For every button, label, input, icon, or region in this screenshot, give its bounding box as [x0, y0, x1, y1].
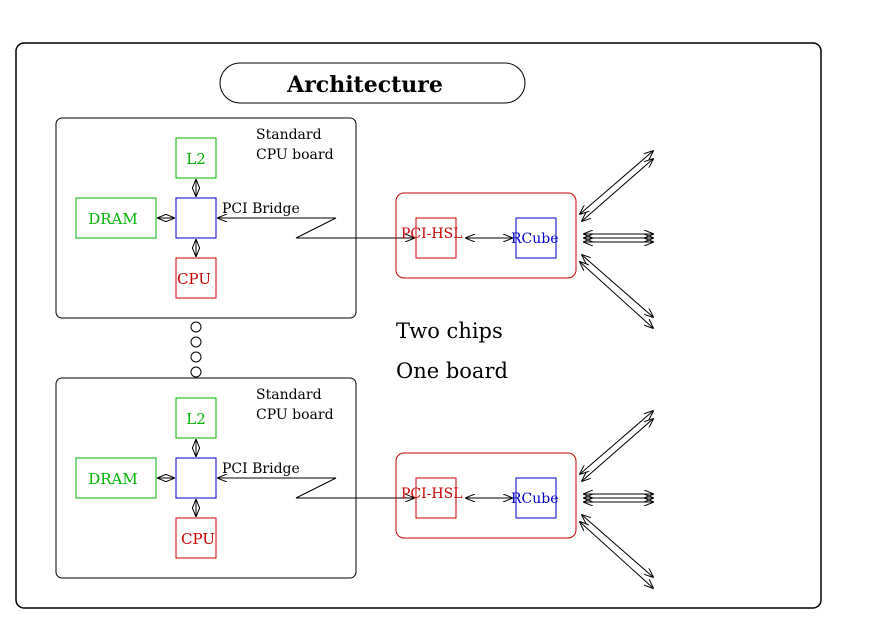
- pci-bridge-label: PCI Bridge: [222, 201, 300, 217]
- l2-box: [175, 397, 217, 439]
- pci-hsl-box: [415, 477, 457, 519]
- cpu-board-2: Standard CPU board L2 DRAM CPU PCI Bridg…: [55, 377, 653, 588]
- network-card-frame: [395, 452, 577, 539]
- bridge-box: [175, 197, 217, 239]
- bridge-box: [175, 457, 217, 499]
- network-links: [580, 151, 653, 328]
- cpu-board-1: Standard CPU board L2 DRAM CPU PCI Bridg…: [55, 117, 653, 328]
- cpu-box: [175, 257, 217, 299]
- board-label-line2: CPU board: [256, 147, 334, 163]
- cpu-label: CPU: [181, 530, 215, 548]
- network-card-frame: [395, 192, 577, 279]
- l2-label: L2: [186, 150, 206, 168]
- rcube-label: RCube: [511, 231, 559, 247]
- pci-link: [218, 478, 414, 498]
- pci-hsl-label: PCI-HSL: [401, 226, 463, 242]
- rcube-box: [515, 217, 557, 259]
- l2-box: [175, 137, 217, 179]
- title-pill: [219, 62, 526, 104]
- rcube-box: [515, 477, 557, 519]
- l2-label: L2: [186, 410, 206, 428]
- network-links: [580, 411, 653, 588]
- pci-link: [218, 218, 414, 238]
- dram-label: DRAM: [88, 210, 138, 228]
- page-title: Architecture: [286, 72, 443, 98]
- cpu-box: [175, 517, 217, 559]
- board-label-line1: Standard: [256, 127, 322, 143]
- cpu-label: CPU: [177, 270, 211, 288]
- dram-box: [75, 197, 157, 239]
- pci-hsl-label: PCI-HSL: [401, 486, 463, 502]
- pci-bridge-label: PCI Bridge: [222, 461, 300, 477]
- dram-label: DRAM: [88, 470, 138, 488]
- dram-box: [75, 457, 157, 499]
- board-label-line1: Standard: [256, 387, 322, 403]
- board-label-line2: CPU board: [256, 407, 334, 423]
- outer-frame: [15, 42, 822, 609]
- rcube-label: RCube: [511, 491, 559, 507]
- note-two-chips: Two chips: [396, 319, 503, 343]
- ellipsis-dots: [190, 321, 202, 378]
- pci-hsl-box: [415, 217, 457, 259]
- note-one-board: One board: [396, 359, 508, 383]
